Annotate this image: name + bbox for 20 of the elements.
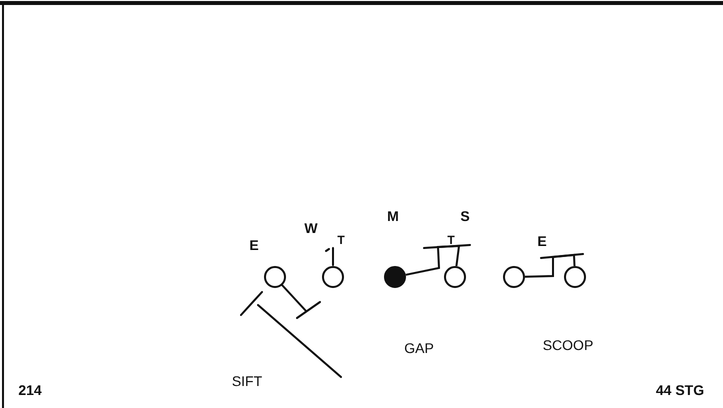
position-label: S: [460, 209, 470, 223]
position-label: M: [387, 209, 399, 223]
block-path: [406, 244, 460, 276]
player-circle: [503, 266, 525, 288]
stunt-label: GAP: [404, 341, 434, 355]
position-label: E: [249, 238, 259, 252]
player-circle: [322, 266, 344, 288]
position-label: T: [337, 234, 345, 246]
position-label: T: [447, 234, 455, 246]
center-marker: [384, 266, 406, 288]
diagram-code: 44 STG: [656, 383, 704, 397]
stunt-label: SIFT: [232, 374, 262, 388]
position-label: E: [537, 234, 547, 248]
player-circle: [264, 266, 286, 288]
stunt-label: SCOOP: [542, 338, 594, 352]
block-path: [524, 254, 576, 278]
player-circle: [444, 266, 466, 288]
page-number: 214: [18, 383, 42, 397]
player-circle: [564, 266, 586, 288]
position-label: W: [304, 221, 318, 235]
